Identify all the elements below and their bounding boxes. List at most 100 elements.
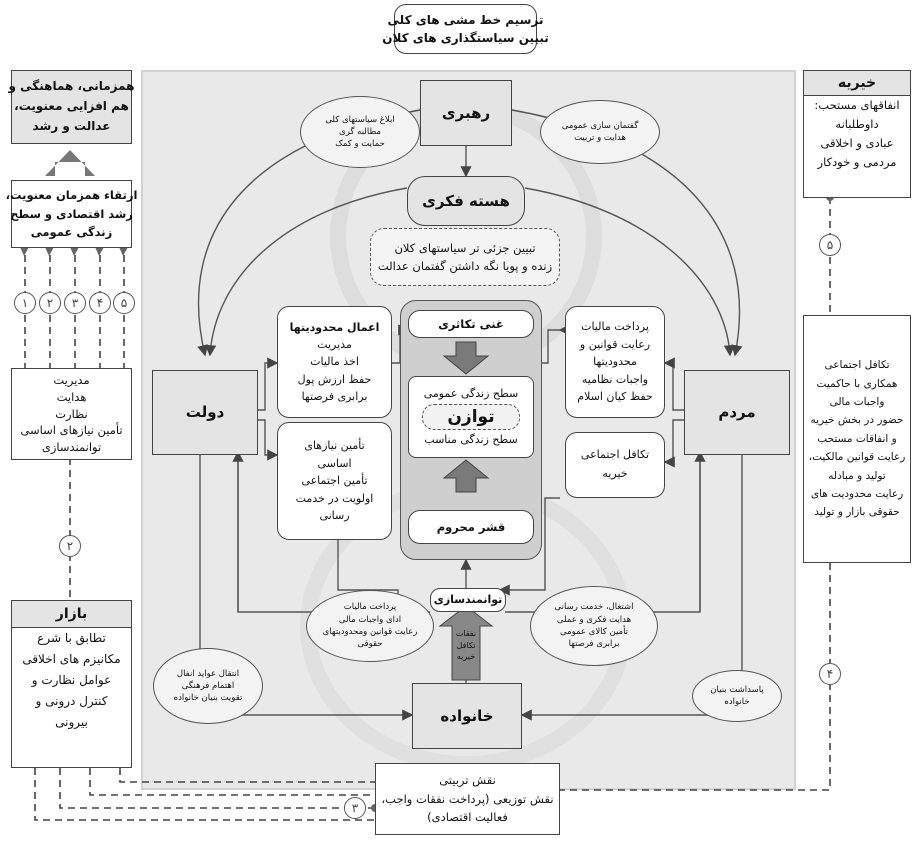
qeshr-box: قشر محروم <box>408 510 534 544</box>
mardom-node: مردم <box>684 370 790 455</box>
bazar-line: تطابق با شرع <box>37 631 106 645</box>
dowlat-box-needs: تأمین نیازهای اساسی تأمین اجتماعی اولویت… <box>277 422 392 540</box>
top-box-line: تبیین سیاستگذاری های کلان <box>382 31 549 45</box>
arrow-label-line: تکافل <box>456 640 476 650</box>
number-circle: ۴ <box>819 663 841 685</box>
left-mid-line: زندگی عمومی <box>30 225 113 240</box>
number-circle: ۵ <box>113 292 135 314</box>
khayriyeh-line: مردمی و خودکار <box>817 154 897 169</box>
cloud-line: گفتمان سازی عمومی <box>561 120 639 131</box>
dowlat-node: دولت <box>152 370 258 455</box>
number-circle: ۳ <box>64 292 86 314</box>
mardom-box1-line: محدودیتها <box>593 355 637 369</box>
mardom-box-solidarity: تکافل اجتماعی خیریه <box>565 432 665 498</box>
hasteh-desc-box: تبیین جزئی تر سیاستهای کلان زنده و پویا … <box>370 228 560 286</box>
mardom-box1-line: واجبات نظامیه <box>581 372 649 386</box>
cloud-line: حمایت و کمک <box>335 139 385 150</box>
balance-bottom-text: سطح زندگی مناسب <box>424 433 518 446</box>
cloud-line: تأمین کالای عمومی <box>559 627 629 637</box>
khayriyeh-line: انفاقهای مستحب: <box>814 98 900 112</box>
bottom-line: نقش توزیعی (پرداخت نفقات واجب، <box>381 791 554 806</box>
bottom-line: نقش تربیتی <box>439 773 496 788</box>
cloud-line: هدایت فکری و عملی <box>556 614 632 625</box>
bazar-line: مکانیزم های اخلاقی <box>22 652 121 666</box>
khayriyeh-box: خیریه انفاقهای مستحب: داوطلبانه عبادی و … <box>803 70 911 198</box>
rahbari-node: رهبری <box>420 80 512 146</box>
cloud-left-top: ابلاغ سیاستهای کلی مطالبه گری حمایت و کم… <box>300 96 420 168</box>
khayriyeh-line: عبادی و اخلاقی <box>820 135 894 150</box>
khayriyeh-title: خیریه <box>804 71 910 96</box>
cloud-line: ادای واجبات مالی <box>338 614 402 625</box>
ghani-box: غنی تکاثری <box>408 310 534 338</box>
dowlat-box2-line: تأمین نیازهای <box>304 439 365 453</box>
mardom-box2-line: خیریه <box>602 467 628 480</box>
left-top-line: همزمانی، هماهنگی و <box>8 79 135 94</box>
number-circle: ۳ <box>344 797 366 819</box>
tavazon-label: توازن <box>422 404 520 430</box>
hasteh-desc-line: زنده و پویا نگه داشتن گفتمان عدالت <box>377 259 553 273</box>
cloud-line: هدایت و تربیت <box>574 133 626 143</box>
left-gov-line: توانمندسازی <box>41 440 102 454</box>
right-mid-box: تکافل اجتماعی همکاری با حاکمیت واجبات ما… <box>803 315 911 563</box>
number-circle: ۲ <box>39 292 61 314</box>
balance-box: سطح زندگی عمومی توازن سطح زندگی مناسب <box>408 376 534 458</box>
hasteh-desc-line: تبیین جزئی تر سیاستهای کلان <box>394 240 536 255</box>
bottom-role-box: نقش تربیتی نقش توزیعی (پرداخت نفقات واجب… <box>375 763 560 835</box>
cloud-line: حقوقی <box>357 639 383 650</box>
right-mid-line: حضور در بخش خیریه <box>810 414 904 427</box>
arrow-label: نفقات تکافل خیریه <box>452 628 480 663</box>
number-circle: ۲ <box>59 535 81 557</box>
cloud-line: اشتغال، خدمت رسانی <box>554 602 634 613</box>
cloud-right-bottom: اشتغال، خدمت رسانی هدایت فکری و عملی تأم… <box>530 586 658 666</box>
right-mid-line: رعایت قوانین مالکیت، <box>808 451 906 464</box>
cloud-line: اهتمام فرهنگی <box>181 680 235 691</box>
balance-top-text: سطح زندگی عمومی <box>423 386 519 400</box>
cloud-family-right: پاسداشت بنیان خانواده <box>692 670 782 722</box>
right-mid-line: حقوقی بازار و تولید <box>814 506 900 519</box>
dowlat-box2-line: اولویت در خدمت <box>295 491 374 505</box>
right-mid-line: رعایت محدودیت های <box>810 487 904 500</box>
cloud-line: خانواده <box>724 697 750 707</box>
bazar-box: بازار تطابق با شرع مکانیزم های اخلاقی عو… <box>11 600 132 768</box>
tavazon-text: توازن <box>447 407 495 427</box>
number-circle: ۵ <box>819 234 841 256</box>
cloud-family-left: انتقال عواید انفال اهتمام فرهنگی تقویت ب… <box>153 648 263 724</box>
number-circle: ۴ <box>89 292 111 314</box>
arrow-label-line: نفقات <box>455 629 477 638</box>
mardom-box1-line: رعایت قوانین و <box>579 337 651 351</box>
left-gov-line: نظارت <box>55 406 88 421</box>
tavanmandsazi-box: توانمندسازی <box>430 588 506 612</box>
dowlat-box2-line: تأمین اجتماعی <box>301 474 368 488</box>
dowlat-box1-line: اخذ مالیات <box>310 355 359 369</box>
right-mid-line: تکافل اجتماعی <box>824 359 890 372</box>
khayriyeh-line: داوطلبانه <box>835 116 879 131</box>
right-mid-line: تولید و مبادله <box>828 469 886 482</box>
cloud-line: رعایت قوانین ومحدودیتهای <box>322 627 418 637</box>
left-mid-line: ارتقاء همزمان معنویت، <box>5 187 138 202</box>
cloud-line: پاسداشت بنیان <box>710 684 764 695</box>
left-gov-line: مدیریت <box>53 373 90 388</box>
dowlat-box1-title: اعمال محدودیتها <box>289 321 380 335</box>
dowlat-box-restrictions: اعمال محدودیتها مدیریت اخذ مالیات حفظ ار… <box>277 306 392 418</box>
dowlat-box1-line: حفظ ارزش پول <box>297 372 372 386</box>
top-box-line: ترسیم خط مشی های کلی <box>387 13 544 27</box>
cloud-line: ابلاغ سیاستهای کلی <box>325 114 395 125</box>
cloud-line: تقویت بنیان خانواده <box>173 693 243 704</box>
left-gov-line: تأمین نیازهای اساسی <box>20 423 123 438</box>
cloud-line: مطالبه گری <box>339 126 381 137</box>
dowlat-box1-line: برابری فرصتها <box>301 389 368 403</box>
bottom-line: فعالیت اقتصادی) <box>427 810 508 825</box>
dowlat-box1-line: مدیریت <box>317 338 352 352</box>
bazar-line: کنترل درونی و <box>35 694 108 708</box>
number-circle: ۱ <box>14 292 36 314</box>
top-policy-box: ترسیم خط مشی های کلی تبیین سیاستگذاری ها… <box>382 4 549 54</box>
bazar-title: بازار <box>12 601 131 628</box>
left-gov-line: هدایت <box>56 389 87 404</box>
left-gov-box: مدیریت هدایت نظارت تأمین نیازهای اساسی ت… <box>11 368 132 460</box>
right-mid-line: و انفاقات مستحب <box>817 432 897 445</box>
dowlat-box2-line: رسانی <box>319 509 350 523</box>
left-mid-line: رشد اقتصادی و سطح <box>10 206 133 221</box>
mardom-box1-line: پرداخت مالیات <box>581 320 649 334</box>
khanevadeh-node: خانواده <box>412 683 522 749</box>
mardom-box2-line: تکافل اجتماعی <box>580 448 650 462</box>
